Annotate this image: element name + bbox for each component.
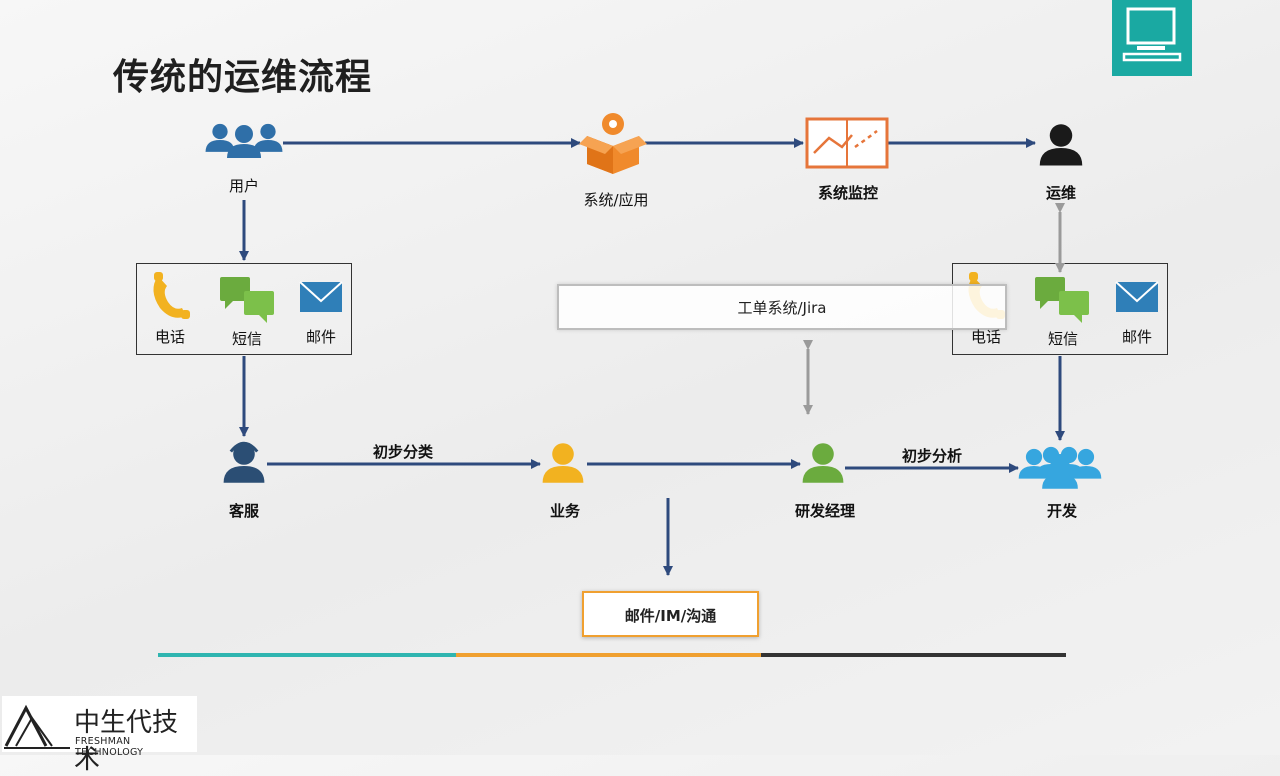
analysis-edge-label: 初步分析: [901, 447, 963, 465]
page-title: 传统的运维流程: [113, 57, 373, 98]
user-label: 用户: [228, 177, 260, 195]
divider-teal: [158, 653, 456, 657]
flow-diagram: [153, 113, 1159, 576]
computer-icon: [1122, 7, 1182, 62]
user-group-icon: [205, 123, 283, 158]
rd-manager-person-icon: [802, 443, 844, 483]
logo-mountain-icon: [4, 704, 70, 749]
comm-box: 邮件/IM/沟通: [582, 591, 759, 637]
support-agent-icon: [223, 441, 265, 483]
phone-label-left: 电话: [154, 328, 186, 346]
ticket-system-box: 工单系统/Jira: [557, 284, 1007, 330]
mail-label-left: 邮件: [305, 328, 337, 346]
ops-label: 运维: [1045, 184, 1077, 202]
package-gear-icon: [579, 113, 647, 174]
mail-icon-right: [1115, 281, 1159, 312]
monitor-corner-badge: [1112, 0, 1192, 76]
system-app-label: 系统/应用: [583, 191, 649, 209]
ops-person-icon: [1039, 124, 1083, 166]
monitor-chart-icon: [805, 117, 889, 169]
phone-icon-left: [153, 272, 190, 319]
logo-en-text: FRESHMAN TECHNOLOGY: [75, 736, 144, 758]
business-person-icon: [542, 443, 584, 483]
monitor-label: 系统监控: [817, 184, 879, 202]
divider-dark: [761, 653, 1066, 657]
comm-box-label: 邮件/IM/沟通: [624, 607, 717, 625]
triage-edge-label: 初步分类: [372, 443, 434, 461]
channels-box-left: [136, 263, 352, 355]
sms-icon-right: [1035, 277, 1089, 323]
rd-manager-label: 研发经理: [794, 502, 856, 520]
support-label: 客服: [228, 502, 260, 520]
divider-orange: [456, 653, 761, 657]
ticket-system-label: 工单系统/Jira: [737, 299, 827, 317]
dev-label: 开发: [1046, 502, 1078, 520]
mail-icon-left: [299, 281, 343, 312]
phone-label-right: 电话: [970, 328, 1002, 346]
company-logo: 中生代技术 FRESHMAN TECHNOLOGY: [2, 696, 197, 775]
sms-icon-left: [220, 277, 274, 323]
mail-label-right: 邮件: [1121, 328, 1153, 346]
sms-label-right: 短信: [1047, 330, 1079, 348]
business-label: 业务: [549, 502, 581, 520]
sms-label-left: 短信: [231, 330, 263, 348]
dev-group-icon: [1018, 446, 1102, 489]
